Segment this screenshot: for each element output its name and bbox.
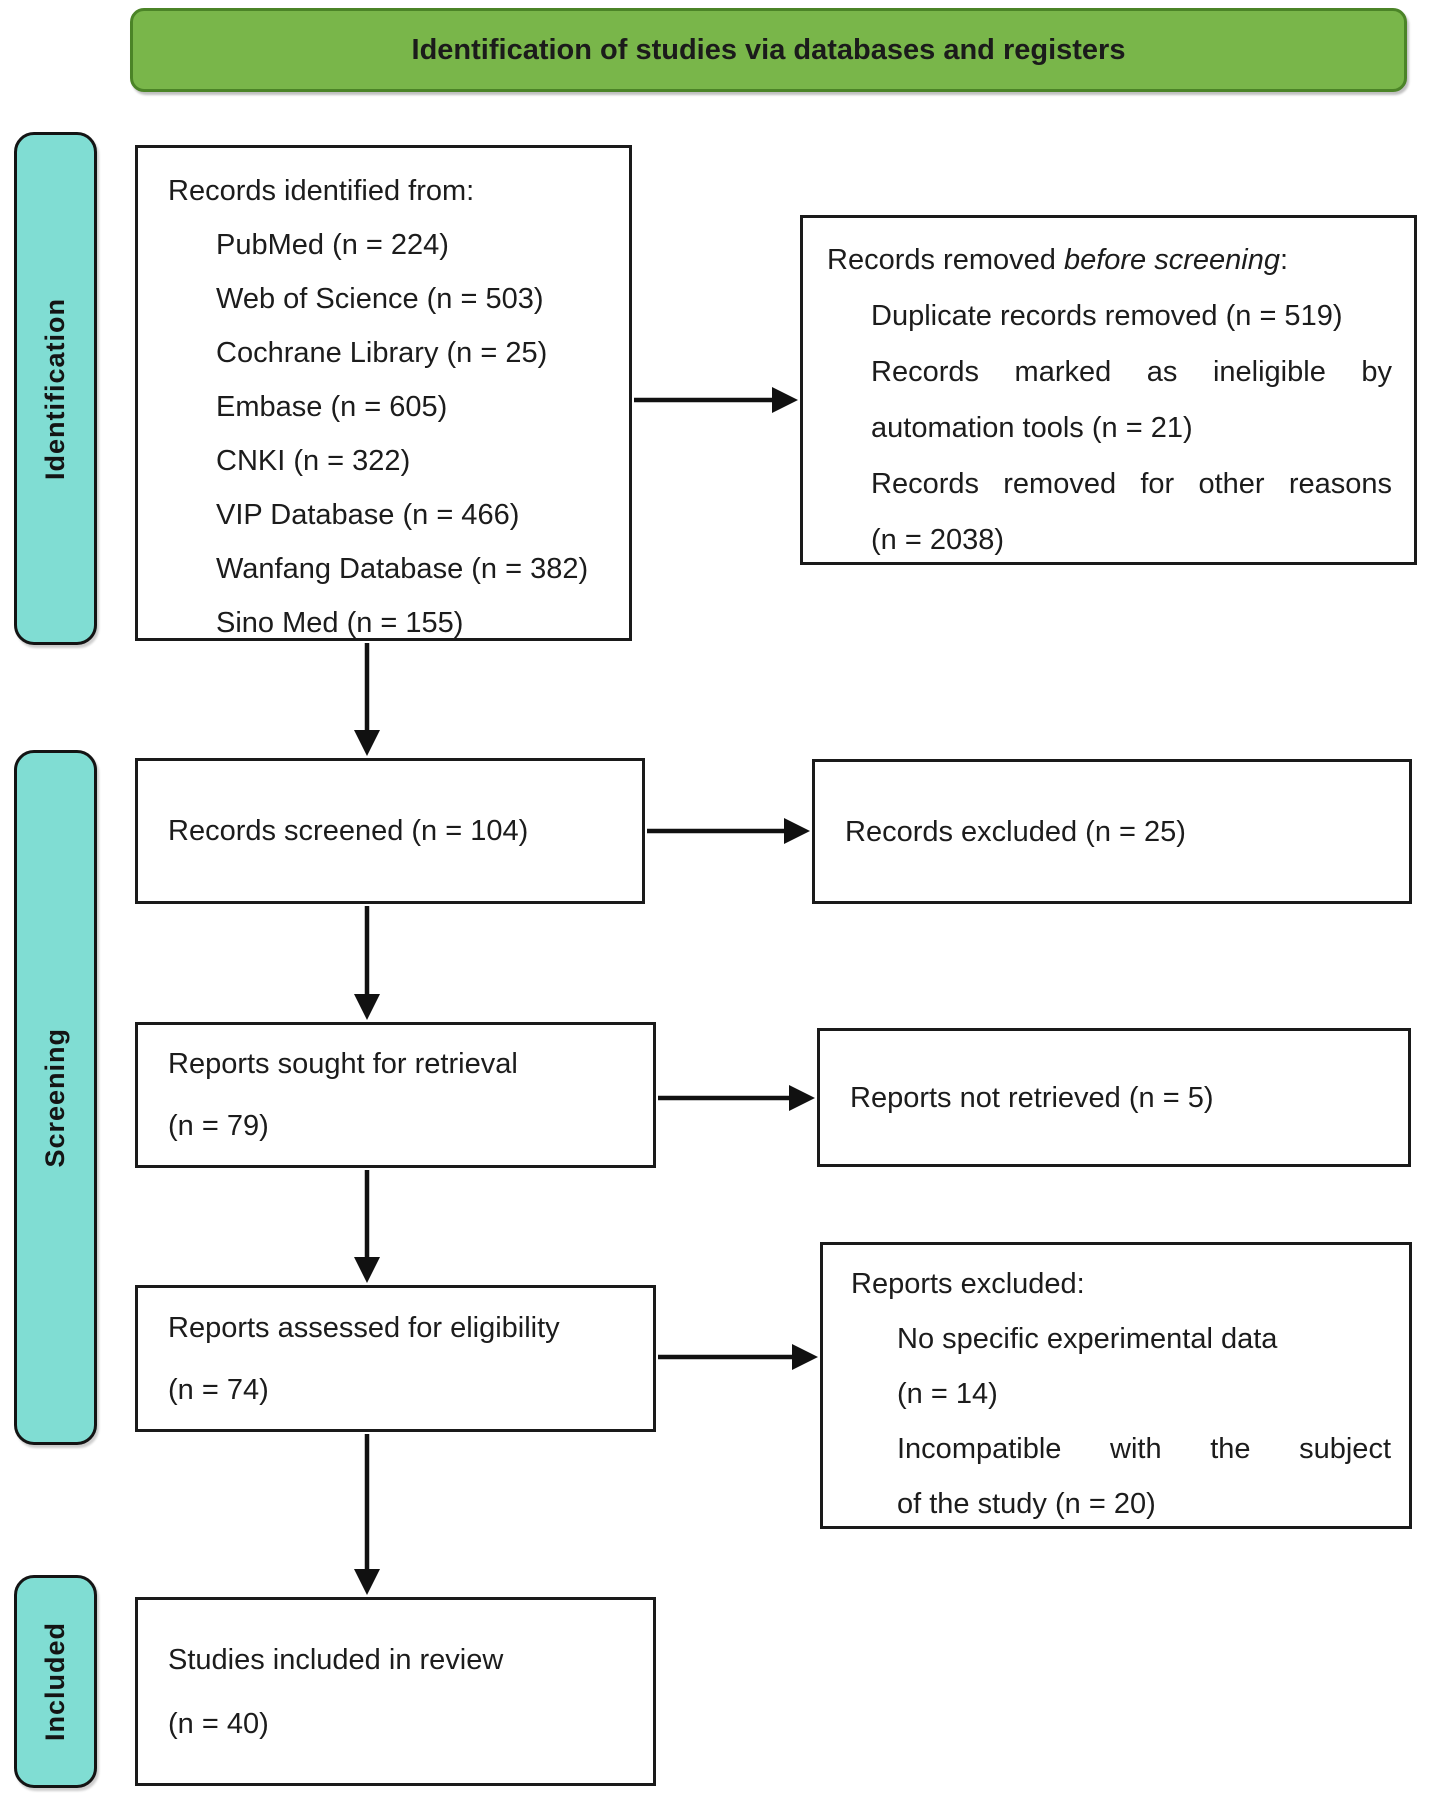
list-line: of the study (n = 20) xyxy=(897,1488,1156,1520)
box-text: Records excluded (n = 25) xyxy=(845,815,1186,848)
box-lines: Studies included in review (n = 40) xyxy=(168,1628,639,1756)
box-reports-not-retrieved: Reports not retrieved (n = 5) xyxy=(817,1028,1411,1167)
list-line: Embase (n = 605) xyxy=(216,391,448,423)
arrow-identified-to-removed xyxy=(634,387,798,413)
list-line: PubMed (n = 224) xyxy=(216,229,449,261)
box-records-excluded: Records excluded (n = 25) xyxy=(812,759,1412,904)
list-line: Records removed for other reasons xyxy=(871,468,1392,500)
box-content: Reports excluded: No specific experiment… xyxy=(823,1245,1409,1532)
list-line: Wanfang Database (n = 382) xyxy=(216,553,589,585)
list-line: Studies included in review xyxy=(168,1643,504,1676)
list-line: Reports assessed for eligibility xyxy=(168,1311,560,1344)
arrow-screened-to-excluded xyxy=(647,818,810,844)
list-line: (n = 74) xyxy=(168,1373,269,1406)
arrow-sought-to-not-retrieved xyxy=(658,1085,815,1111)
list-line: Duplicate records removed (n = 519) xyxy=(871,300,1343,332)
excluded-reasons-list: No specific experimental data (n = 14) Inc… xyxy=(851,1312,1391,1532)
italic-phrase: before screening xyxy=(1063,244,1280,276)
list-line: Reports sought for retrieval xyxy=(168,1048,518,1080)
list-line: Cochrane Library (n = 25) xyxy=(216,337,548,369)
box-lines: Reports sought for retrieval (n = 79) xyxy=(168,1033,639,1157)
stage-label-text: Identification xyxy=(40,297,70,480)
list-line: CNKI (n = 322) xyxy=(216,445,411,477)
arrow-assessed-to-excluded xyxy=(658,1344,818,1370)
list-line: VIP Database (n = 466) xyxy=(216,499,520,531)
list-line: automation tools (n = 21) xyxy=(871,412,1193,444)
list-line: (n = 40) xyxy=(168,1707,269,1740)
box-text: Records screened (n = 104) xyxy=(168,815,529,847)
box-title: Reports excluded: xyxy=(851,1268,1085,1300)
list-line: Web of Science (n = 503) xyxy=(216,283,544,315)
box-title: Records identified from: xyxy=(168,175,475,207)
arrow-screened-to-sought xyxy=(354,906,380,1020)
box-records-screened: Records screened (n = 104) xyxy=(135,758,645,904)
box-text: Reports not retrieved (n = 5) xyxy=(850,1081,1214,1114)
box-title: Records removed before screening: xyxy=(827,244,1289,276)
box-records-identified: Records identified from: PubMed (n = 224… xyxy=(135,145,632,641)
stage-label-screening: Screening xyxy=(14,750,97,1445)
box-content: Records identified from: PubMed (n = 224… xyxy=(138,148,629,650)
stage-label-text: Screening xyxy=(40,1027,70,1168)
arrow-assessed-to-included xyxy=(354,1434,380,1595)
header-banner: Identification of studies via databases … xyxy=(130,8,1407,92)
arrow-sought-to-assessed xyxy=(354,1170,380,1283)
stage-label-included: Included xyxy=(14,1575,97,1788)
header-title: Identification of studies via databases … xyxy=(411,33,1126,66)
list-line: Sino Med (n = 155) xyxy=(216,607,464,639)
box-studies-included: Studies included in review (n = 40) xyxy=(135,1597,656,1786)
box-reports-sought: Reports sought for retrieval (n = 79) xyxy=(135,1022,656,1168)
list-line: (n = 2038) xyxy=(871,524,1005,556)
box-reports-excluded: Reports excluded: No specific experiment… xyxy=(820,1242,1412,1529)
database-list: PubMed (n = 224) Web of Science (n = 503)… xyxy=(168,218,615,650)
box-lines: Reports assessed for eligibility (n = 74) xyxy=(168,1297,639,1421)
list-line: Incompatible with the subject xyxy=(897,1433,1391,1465)
list-line: Records marked as ineligible by xyxy=(871,356,1392,388)
arrow-identified-to-screened xyxy=(354,643,380,756)
box-content: Records removed before screening: Duplic… xyxy=(803,218,1414,568)
stage-label-text: Included xyxy=(40,1621,70,1741)
box-records-removed: Records removed before screening: Duplic… xyxy=(800,215,1417,565)
list-line: (n = 79) xyxy=(168,1110,269,1142)
list-line: No specific experimental data xyxy=(897,1323,1278,1355)
list-line: (n = 14) xyxy=(897,1378,998,1410)
removed-reasons-list: Duplicate records removed (n = 519) Recor… xyxy=(827,288,1392,568)
box-reports-assessed: Reports assessed for eligibility (n = 74) xyxy=(135,1285,656,1432)
stage-label-identification: Identification xyxy=(14,132,97,645)
